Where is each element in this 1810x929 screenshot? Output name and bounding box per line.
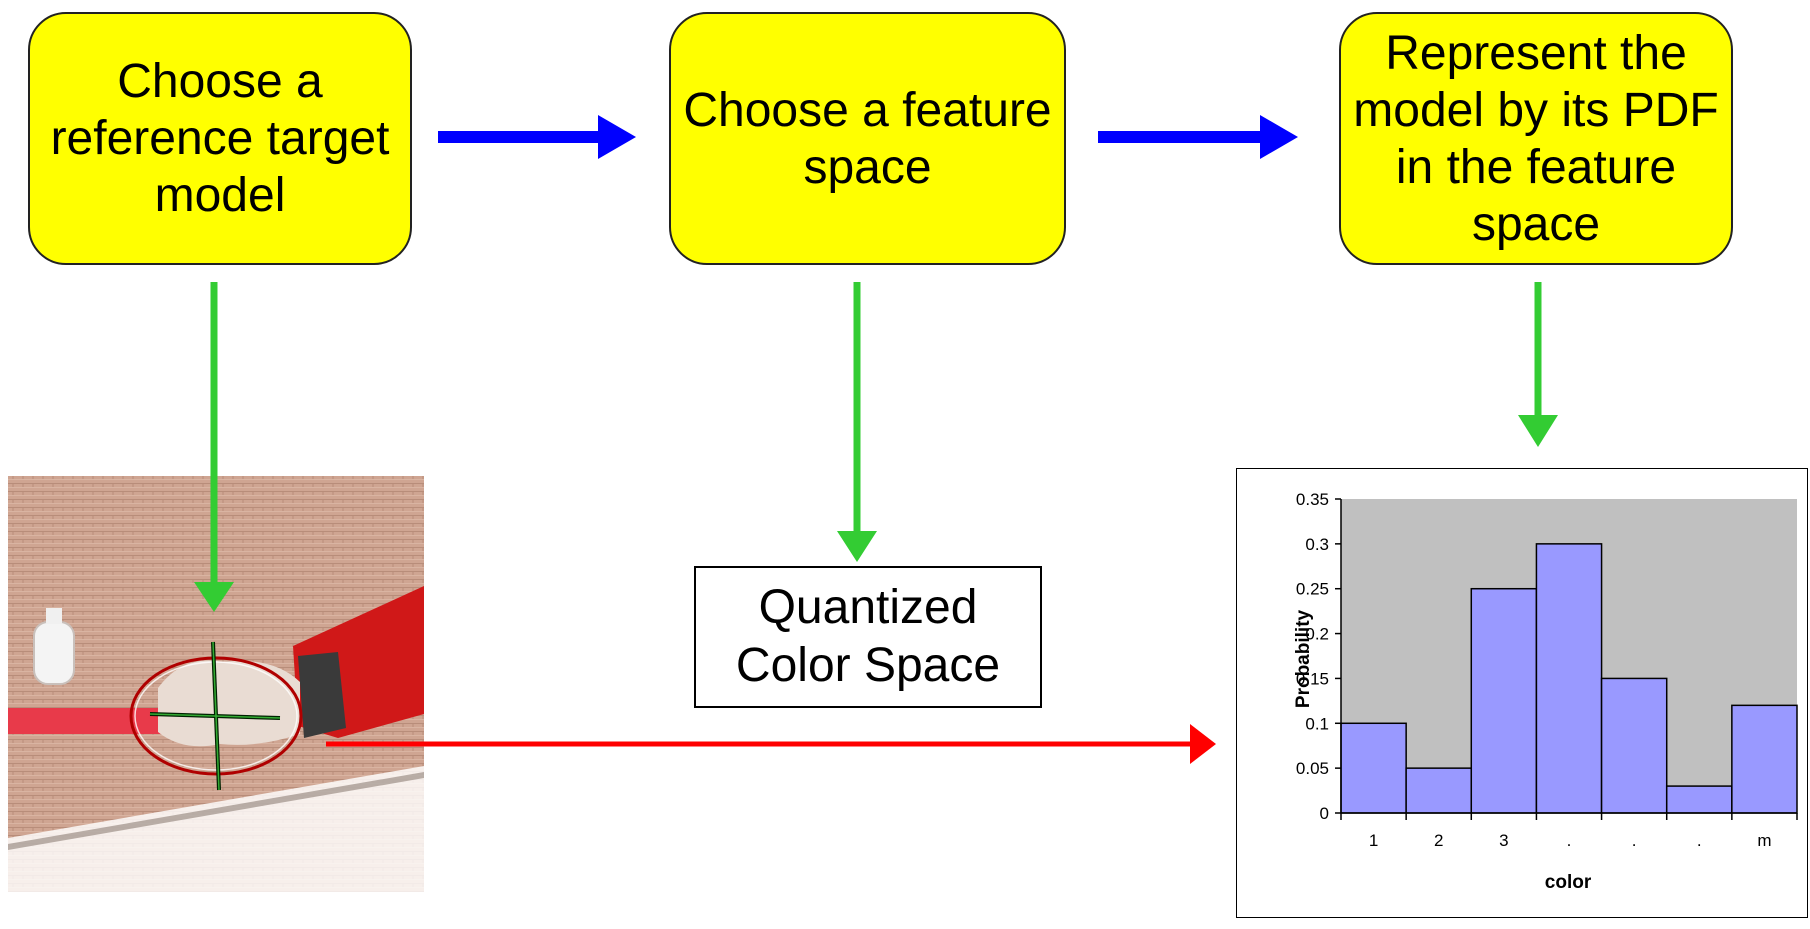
target-model-photo — [8, 476, 424, 892]
blue-arrow-2 — [1098, 115, 1298, 159]
x-tick-label: 1 — [1369, 831, 1378, 850]
green-arrow-feature-to-quantized — [837, 282, 877, 562]
histogram-bar — [1340, 722, 1407, 814]
step-1-label: Choose a reference target model — [50, 55, 390, 222]
histogram-bar — [1535, 543, 1603, 814]
x-tick-label: 2 — [1434, 831, 1443, 850]
y-tick-label: 0.35 — [1296, 490, 1329, 509]
x-axis-label: color — [1545, 872, 1592, 893]
y-tick-label: 0.3 — [1305, 535, 1329, 554]
quantized-color-space-box: Quantized Color Space — [694, 566, 1042, 708]
y-tick-label: 0.1 — [1305, 714, 1329, 733]
histogram-bar — [1405, 767, 1473, 814]
y-tick-label: 0.15 — [1296, 669, 1329, 688]
histogram-bar — [1600, 677, 1668, 814]
step-represent-pdf: Represent the model by its PDF in the fe… — [1339, 12, 1733, 265]
red-arrow-image-to-histogram — [326, 724, 1216, 764]
green-arrow-pdf-to-histogram — [1518, 282, 1558, 447]
y-axis-label: Probability — [1293, 609, 1314, 708]
step-choose-target-model: Choose a reference target model — [28, 12, 412, 265]
step-3-label: Represent the model by its PDF in the fe… — [1353, 26, 1719, 251]
x-tick-label: . — [1697, 831, 1702, 850]
blue-arrow-1 — [438, 115, 636, 159]
x-tick-label: . — [1567, 831, 1572, 850]
y-tick-label: 0 — [1320, 804, 1329, 823]
histogram-svg: 0 0.05 0.1 0.15 0.2 0.25 0.3 0.35 1 2 3... m Probab… — [1293, 490, 1798, 893]
y-tick-label: 0.25 — [1296, 580, 1329, 599]
histogram-bar — [1470, 587, 1538, 814]
histogram-chart: 0 0.05 0.1 0.15 0.2 0.25 0.3 0.35 1 2 3... m Probab… — [1236, 468, 1808, 918]
x-tick-label: . — [1632, 831, 1637, 850]
y-tick-label: 0.05 — [1296, 759, 1329, 778]
histogram-bar — [1665, 785, 1733, 814]
histogram-bar — [1731, 704, 1798, 814]
y-tick-label: 0.2 — [1305, 625, 1329, 644]
quantized-color-space-label: Quantized Color Space — [735, 581, 1001, 692]
x-tick-label: m — [1757, 831, 1771, 850]
step-choose-feature-space: Choose a feature space — [669, 12, 1066, 265]
x-tick-label: 3 — [1499, 831, 1508, 850]
step-2-label: Choose a feature space — [683, 83, 1052, 194]
